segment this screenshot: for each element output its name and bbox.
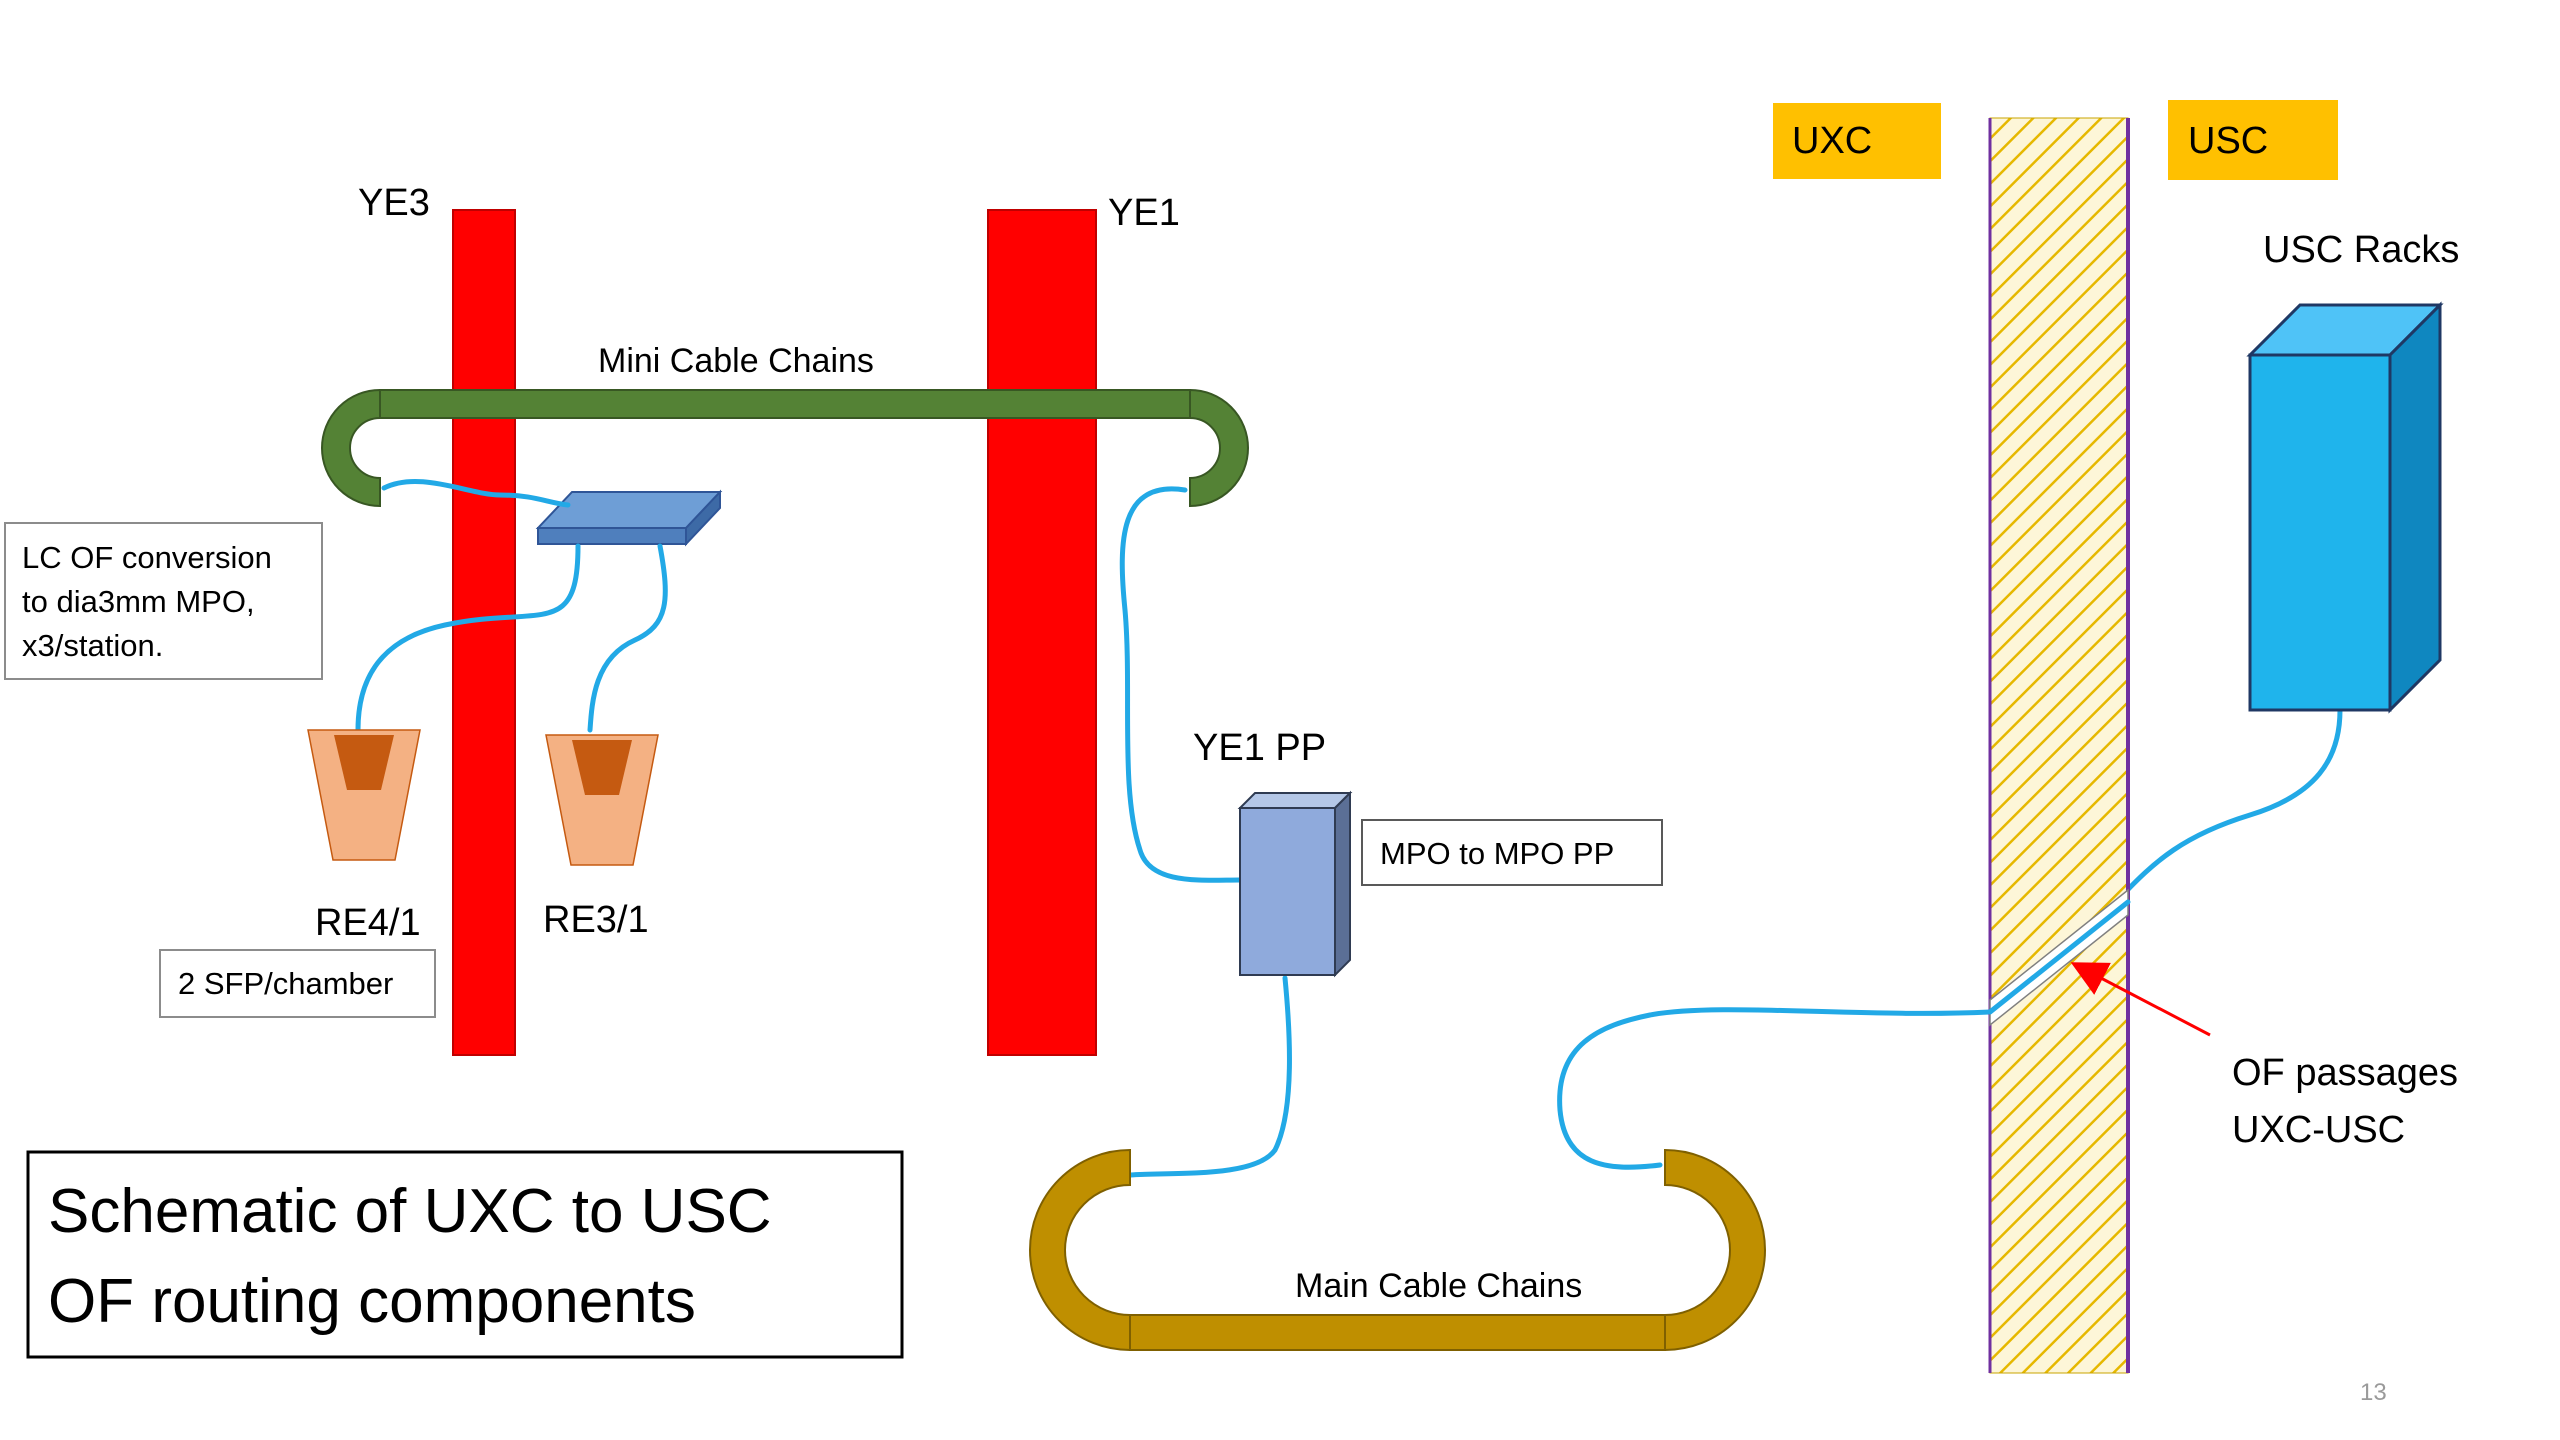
lc-conversion-line-3: x3/station. xyxy=(22,628,163,663)
uxc-usc-wall xyxy=(1988,117,2130,1374)
fiber-minichain-to-plate xyxy=(381,479,571,508)
mini-cable-chain xyxy=(321,388,1249,508)
fiber-pp-to-mainchain xyxy=(1127,975,1292,1178)
mpo-pp-note-text: MPO to MPO PP xyxy=(1380,836,1614,871)
ye3-yoke xyxy=(452,209,516,1056)
title-box: Schematic of UXC to USC OF routing compo… xyxy=(26,1150,904,1359)
ye1-yoke xyxy=(987,209,1097,1056)
main-cable-chain xyxy=(1029,1148,1766,1352)
re41-chamber xyxy=(307,729,421,861)
of-passage xyxy=(1987,888,2131,1027)
mpo-pp-note: MPO to MPO PP xyxy=(1361,819,1663,886)
page-number: 13 xyxy=(2360,1379,2387,1406)
sfp-note: 2 SFP/chamber xyxy=(159,949,436,1018)
main-cable-chains-label: Main Cable Chains xyxy=(1295,1267,1582,1305)
lc-conversion-line-1: LC OF conversion xyxy=(22,540,272,575)
ye1-label: YE1 xyxy=(1108,192,1180,234)
ye3-label: YE3 xyxy=(358,182,430,224)
mini-cable-chains-label: Mini Cable Chains xyxy=(598,342,874,380)
re31-label: RE3/1 xyxy=(543,899,649,941)
lc-conversion-line-2: to dia3mm MPO, xyxy=(22,584,255,619)
uxc-zone-label: UXC xyxy=(1773,103,1941,179)
lc-conversion-plate xyxy=(535,489,723,547)
ye1-pp-label: YE1 PP xyxy=(1193,727,1326,769)
fiber-wall-to-racks xyxy=(2115,707,2343,903)
ye1-patch-panel xyxy=(1237,790,1353,978)
fiber-plate-to-re41 xyxy=(355,543,581,733)
fiber-minichain-to-pp xyxy=(1119,486,1243,883)
of-passages-line-2: UXC-USC xyxy=(2232,1109,2405,1151)
fiber-plate-to-re31 xyxy=(587,543,668,733)
sfp-note-text: 2 SFP/chamber xyxy=(178,966,393,1001)
re31-chamber xyxy=(545,734,659,866)
usc-racks-label: USC Racks xyxy=(2263,229,2459,271)
re41-label: RE4/1 xyxy=(315,902,421,944)
title-line-1: Schematic of UXC to USC xyxy=(48,1177,772,1246)
usc-zone-label: USC xyxy=(2168,100,2338,180)
fiber-mainchain-to-wall xyxy=(1557,1007,1993,1170)
lc-conversion-note: LC OF conversion to dia3mm MPO, x3/stati… xyxy=(4,522,323,680)
title-line-2: OF routing components xyxy=(48,1267,696,1336)
uxc-label-text: UXC xyxy=(1792,120,1872,162)
usc-racks xyxy=(2246,301,2444,714)
usc-label-text: USC xyxy=(2188,120,2268,162)
of-passages-line-1: OF passages xyxy=(2232,1052,2458,1094)
passage-arrow xyxy=(2070,962,2211,1037)
